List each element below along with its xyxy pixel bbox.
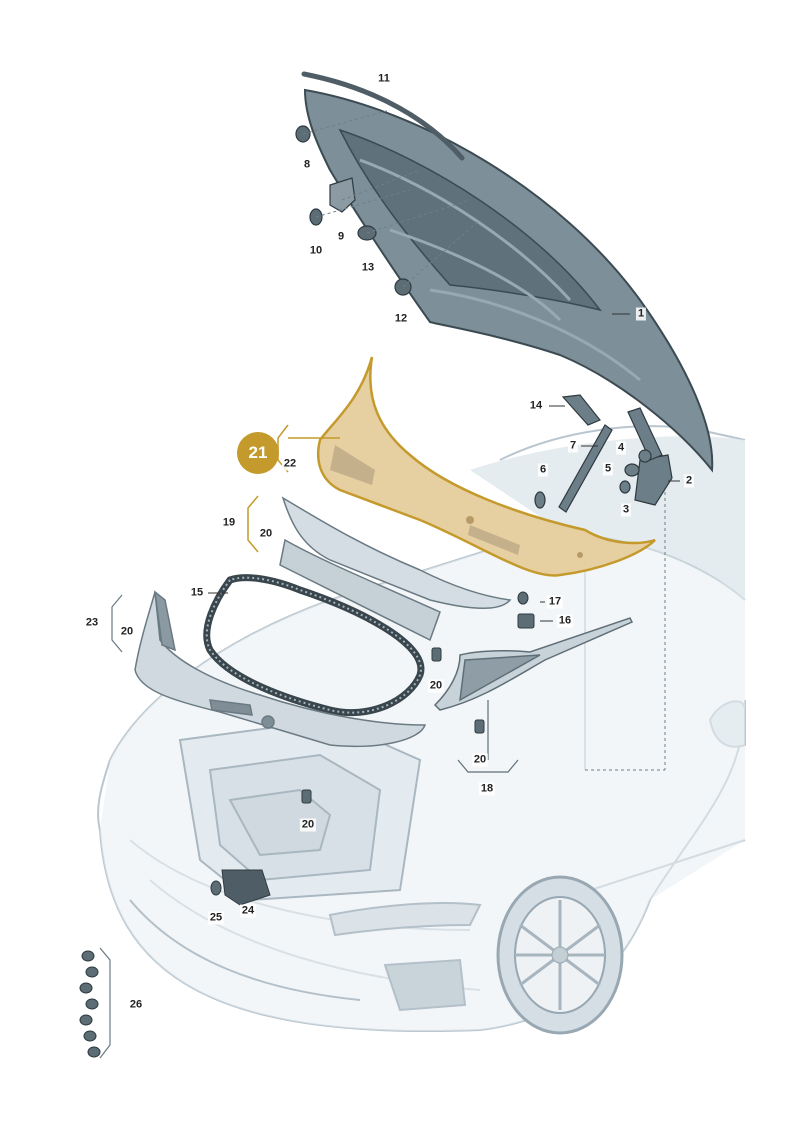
callout-22[interactable]: 22 [281,457,299,471]
callout-5[interactable]: 5 [602,462,614,476]
bracket-23 [111,594,123,653]
highlight-badge-21[interactable]: 21 [237,432,279,474]
dashed-leader-lines [302,109,666,771]
callout-16[interactable]: 16 [556,614,574,628]
callout-20-clip[interactable]: 20 [427,679,445,693]
bracket-18 [457,700,519,773]
callout-20-right[interactable]: 20 [471,753,489,767]
callout-26[interactable]: 26 [127,998,145,1012]
callout-18[interactable]: 18 [478,782,496,796]
callout-20-left[interactable]: 20 [118,625,136,639]
hood-seal-strip [301,71,465,161]
cowl-panel-highlight [316,356,656,577]
front-trim-panel [134,590,427,748]
right-trim-strip [433,617,634,711]
callout-20-upper[interactable]: 20 [257,527,275,541]
front-wheel [496,875,624,1035]
hood-hinge-parts [534,394,673,513]
callout-12[interactable]: 12 [392,312,410,326]
callout-4[interactable]: 4 [615,441,627,455]
callout-13[interactable]: 13 [359,261,377,275]
bracket-19 [247,495,259,553]
callout-7[interactable]: 7 [567,439,579,453]
callout-10[interactable]: 10 [307,244,325,258]
callout-25[interactable]: 25 [207,911,225,925]
callout-19[interactable]: 19 [220,516,238,530]
callout-9[interactable]: 9 [335,230,347,244]
callout-20-lower[interactable]: 20 [299,818,317,832]
left-cowl-trim [279,496,512,642]
callout-15[interactable]: 15 [188,586,206,600]
callout-6[interactable]: 6 [537,463,549,477]
callout-8[interactable]: 8 [301,158,313,172]
front-bumper [129,899,482,1012]
callout-14[interactable]: 14 [527,399,545,413]
callout-17[interactable]: 17 [546,595,564,609]
bracket-26 [99,947,111,1059]
frunk-seal-texture [205,576,422,714]
car-fill [100,436,745,1032]
frunk-opening [178,718,422,902]
callout-leaders [208,313,680,622]
hood-panel [303,88,714,473]
callout-11[interactable]: 11 [376,72,392,86]
callout-24[interactable]: 24 [239,904,257,918]
clips-and-fasteners [79,591,535,1058]
callout-1[interactable]: 1 [635,307,647,321]
callout-23[interactable]: 23 [83,616,101,630]
callout-3[interactable]: 3 [620,503,632,517]
callout-2[interactable]: 2 [683,474,695,488]
